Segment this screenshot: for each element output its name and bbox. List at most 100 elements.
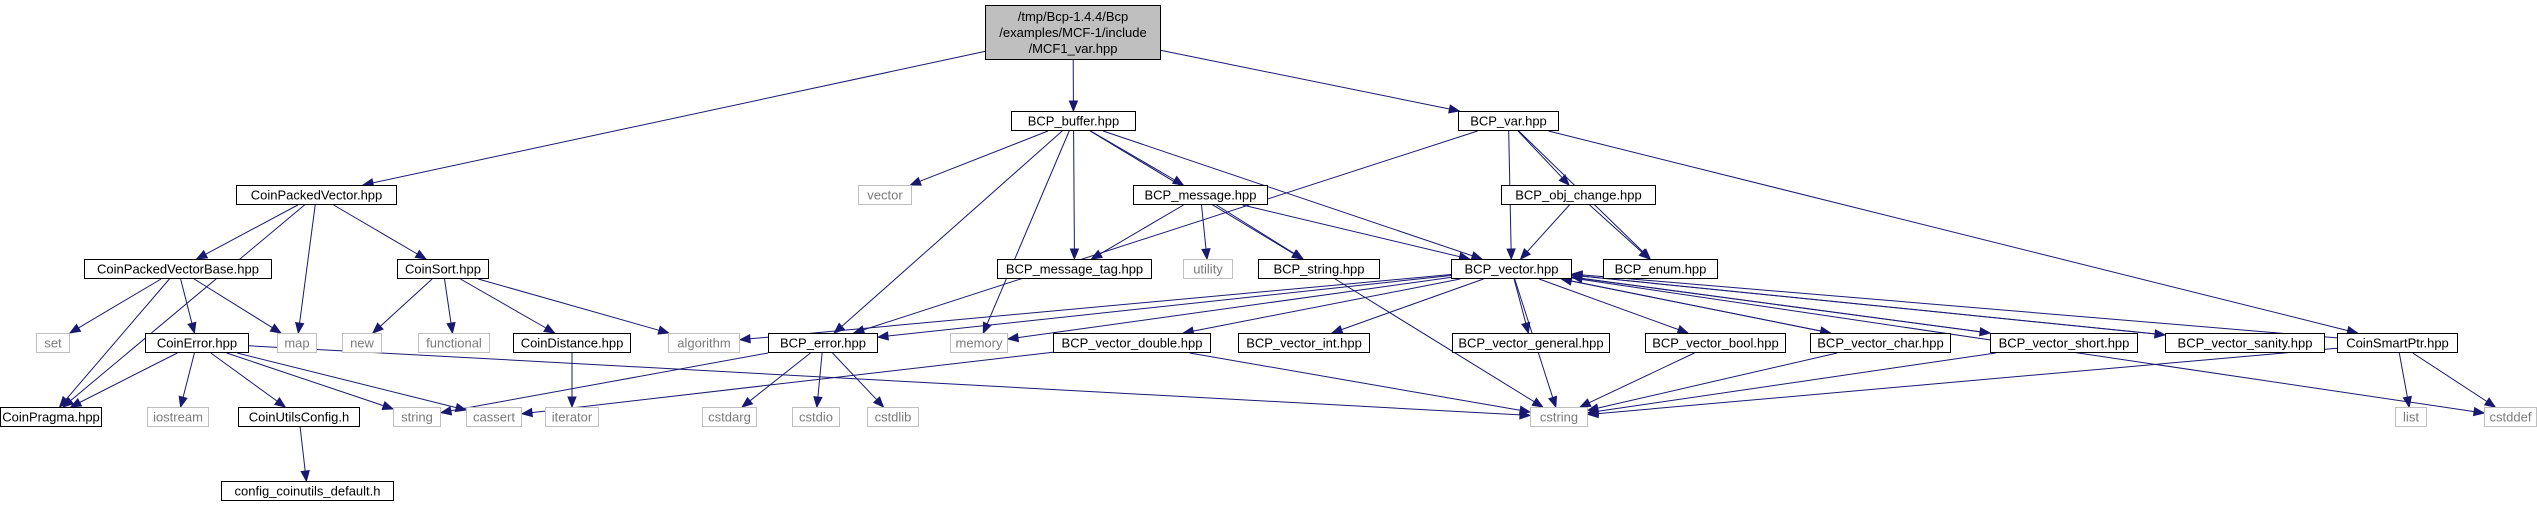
arrowhead <box>1518 405 1532 415</box>
arrowhead <box>520 407 533 418</box>
node-bcp-enum[interactable]: BCP_enum.hpp <box>1603 259 1718 279</box>
edge-bcp_vector_char-to-bcp_vector <box>1560 276 1831 334</box>
edge-line <box>1571 280 1831 334</box>
node-label: cstring <box>1540 410 1578 425</box>
node-box <box>513 333 631 353</box>
node-bcp-obj-change[interactable]: BCP_obj_change.hpp <box>1501 185 1656 205</box>
node-bcp-vector-sanity[interactable]: BCP_vector_sanity.hpp <box>2165 333 2325 353</box>
edge-bcp_buffer-to-vector <box>909 130 1049 186</box>
edge-bcp_error-to-string <box>439 352 769 416</box>
node-label: BCP_vector_double.hpp <box>1062 336 1203 351</box>
edge-line <box>193 278 273 329</box>
edge-line <box>1517 130 1563 179</box>
node-bcp-error[interactable]: BCP_error.hpp <box>768 333 878 353</box>
edge-coinpackedvectorbase-to-coinerror <box>180 278 197 335</box>
node-bcp-string[interactable]: BCP_string.hpp <box>1258 259 1380 279</box>
node-coindistance[interactable]: CoinDistance.hpp <box>513 333 631 353</box>
node-label: BCP_vector_general.hpp <box>1458 336 1603 351</box>
node-label: string <box>401 410 433 425</box>
edge-bcp_var-to-bcp_obj_change <box>1517 130 1570 186</box>
node-box <box>867 407 919 427</box>
node-label: cstdio <box>799 410 833 425</box>
node-label: memory <box>956 336 1003 351</box>
node-label: cstddef <box>2490 410 2532 425</box>
edge-line <box>379 278 433 327</box>
node-coinsort[interactable]: CoinSort.hpp <box>397 259 489 279</box>
edge-line <box>749 274 1452 340</box>
node-label: CoinPackedVector.hpp <box>251 188 383 203</box>
edge-bcp_message-to-bcp_string <box>1216 204 1305 260</box>
node-label: BCP_obj_change.hpp <box>1515 188 1642 203</box>
edge-coinpackedvector-to-coinpragma <box>61 204 305 408</box>
node-coinpackedvectorbase[interactable]: CoinPackedVectorBase.hpp <box>84 259 272 279</box>
edge-coinsort-to-new <box>371 278 433 334</box>
node-coinerror[interactable]: CoinError.hpp <box>145 333 249 353</box>
node-box <box>397 259 489 279</box>
node-memory: memory <box>950 333 1008 353</box>
edge-bcp_buffer-to-bcp_vector <box>1102 130 1484 261</box>
edge-line <box>1548 130 2348 332</box>
arrowhead <box>738 334 751 344</box>
node-utility: utility <box>1183 259 1233 279</box>
arrowhead <box>273 397 287 408</box>
arrowhead <box>1330 325 1344 334</box>
node-coinpragma[interactable]: CoinPragma.hpp <box>0 407 102 427</box>
arrowhead <box>300 470 310 483</box>
node-box <box>1990 333 2138 353</box>
node-bcp-vector[interactable]: BCP_vector.hpp <box>1451 259 1572 279</box>
edge-bcp_message-to-bcp_message_tag <box>1090 204 1184 260</box>
node-bcp-buffer[interactable]: BCP_buffer.hpp <box>1011 111 1136 131</box>
arrowhead <box>439 406 453 416</box>
edge-line <box>1341 278 1484 331</box>
node-label: vector <box>867 188 903 203</box>
node-box <box>792 407 840 427</box>
node-bcp-vector-short[interactable]: BCP_vector_short.hpp <box>1990 333 2138 353</box>
edge-coinerror-to-coinpragma <box>69 352 178 408</box>
edge-bcp_error-to-cstdlib <box>832 352 885 408</box>
node-bcp-message-tag[interactable]: BCP_message_tag.hpp <box>997 259 1152 279</box>
node-root[interactable]: /tmp/Bcp-1.4.4/Bcp/examples/MCF-1/includ… <box>985 5 1161 60</box>
node-coinpackedvector[interactable]: CoinPackedVector.hpp <box>236 185 397 205</box>
arrowhead <box>454 402 468 413</box>
node-bcp-message[interactable]: BCP_message.hpp <box>1133 185 1268 205</box>
arrowhead <box>813 396 823 409</box>
node-coinsmartptr[interactable]: CoinSmartPtr.hpp <box>2337 333 2458 353</box>
edge-line <box>1193 278 1461 332</box>
arrowhead <box>852 325 866 335</box>
arrowhead <box>982 321 992 335</box>
edge-line <box>2398 352 2408 398</box>
edge-line <box>1073 130 1075 250</box>
edge-bcp_obj_change-to-bcp_vector <box>1519 204 1570 260</box>
node-bcp-vector-double[interactable]: BCP_vector_double.hpp <box>1053 333 1211 353</box>
node-label: utility <box>1193 262 1223 277</box>
arrowhead <box>178 395 188 409</box>
arrowhead <box>1068 100 1079 113</box>
arrowhead <box>69 398 83 408</box>
node-box <box>145 333 249 353</box>
node-box <box>1458 111 1559 131</box>
node-label: BCP_vector.hpp <box>1465 262 1559 277</box>
edge-line <box>749 352 811 402</box>
arrowhead <box>1676 324 1690 334</box>
edge-line <box>333 204 418 255</box>
edge-bcp_vector-to-bcp_vector_int <box>1330 278 1484 334</box>
node-bcp-vector-int[interactable]: BCP_vector_int.hpp <box>1238 333 1370 353</box>
node-box <box>2395 407 2427 427</box>
node-cassert: cassert <box>466 407 522 427</box>
arrowhead <box>1069 248 1080 261</box>
node-bcp-vector-bool[interactable]: BCP_vector_bool.hpp <box>1645 333 1786 353</box>
node-config-coinutils-default[interactable]: config_coinutils_default.h <box>221 481 394 501</box>
node-coinutilsconfig[interactable]: CoinUtilsConfig.h <box>238 407 360 427</box>
node-bcp-vector-general[interactable]: BCP_vector_general.hpp <box>1452 333 1610 353</box>
edge-line <box>1102 130 1473 257</box>
edge-line <box>1099 204 1184 255</box>
arrowhead <box>1586 408 1599 419</box>
edge-line <box>1581 275 2166 336</box>
arrowhead <box>1519 248 1532 260</box>
edge-line <box>1589 204 1643 253</box>
node-bcp-var[interactable]: BCP_var.hpp <box>1458 111 1559 131</box>
edge-line <box>1017 276 1452 339</box>
node-bcp-vector-char[interactable]: BCP_vector_char.hpp <box>1810 333 1951 353</box>
node-label: BCP_var.hpp <box>1470 114 1547 129</box>
